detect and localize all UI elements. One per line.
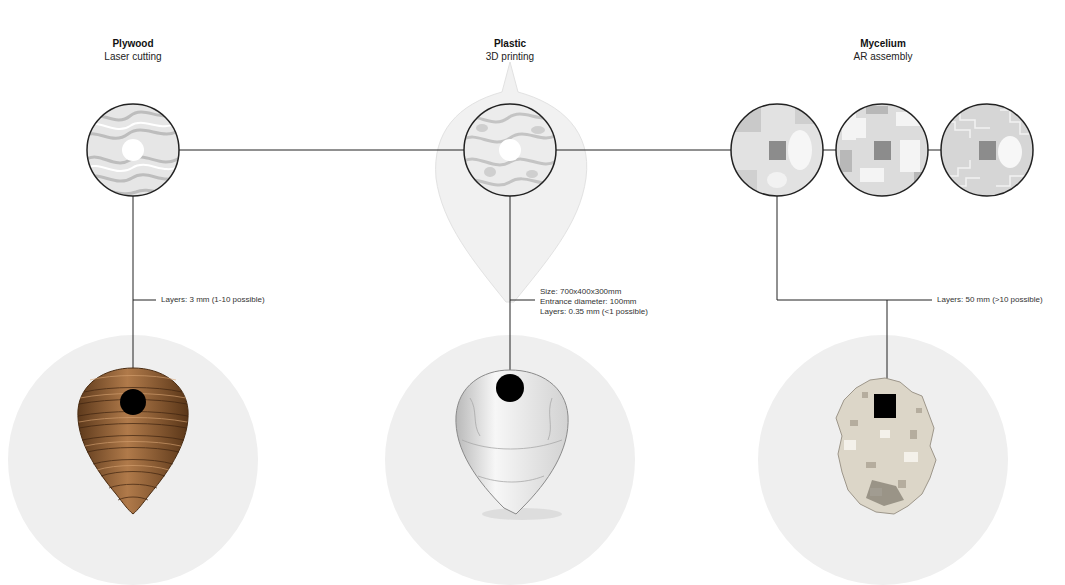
texture-detail: [462, 104, 558, 196]
detail-circle: [87, 104, 179, 196]
entrance-note: Entrance diameter: 100mm: [539, 297, 638, 306]
size-note: Size: 700x400x300mm: [539, 287, 622, 296]
texture-detail: [941, 104, 1033, 196]
material-heading: Plastic: [494, 38, 526, 50]
ground-circle: [8, 335, 1008, 585]
layer-note: Layers: 50 mm (>10 possible): [936, 295, 1044, 304]
plastic-nest: [456, 370, 568, 520]
process-label: 3D printing: [486, 51, 534, 63]
layer-note: Layers: 0.35 mm (<1 possible): [539, 307, 649, 316]
connector-line: [179, 150, 941, 151]
process-label: Laser cutting: [104, 51, 161, 63]
process-label: AR assembly: [854, 51, 913, 63]
plastic-nest-silhouette: [436, 62, 587, 302]
texture-detail: [85, 104, 180, 196]
mycelium-nest: [836, 378, 936, 514]
material-heading: Mycelium: [860, 38, 906, 50]
layer-note: Layers: 3 mm (1-10 possible): [160, 295, 266, 304]
texture-detail: [836, 104, 928, 196]
detail-circle: [836, 104, 928, 196]
plywood-nest: [78, 368, 188, 514]
detail-circle: [464, 104, 556, 196]
leader-line: [133, 196, 932, 398]
detail-circle: [731, 104, 823, 196]
material-heading: Plywood: [112, 38, 153, 50]
texture-detail: [731, 104, 823, 196]
detail-circle: [941, 104, 1033, 196]
